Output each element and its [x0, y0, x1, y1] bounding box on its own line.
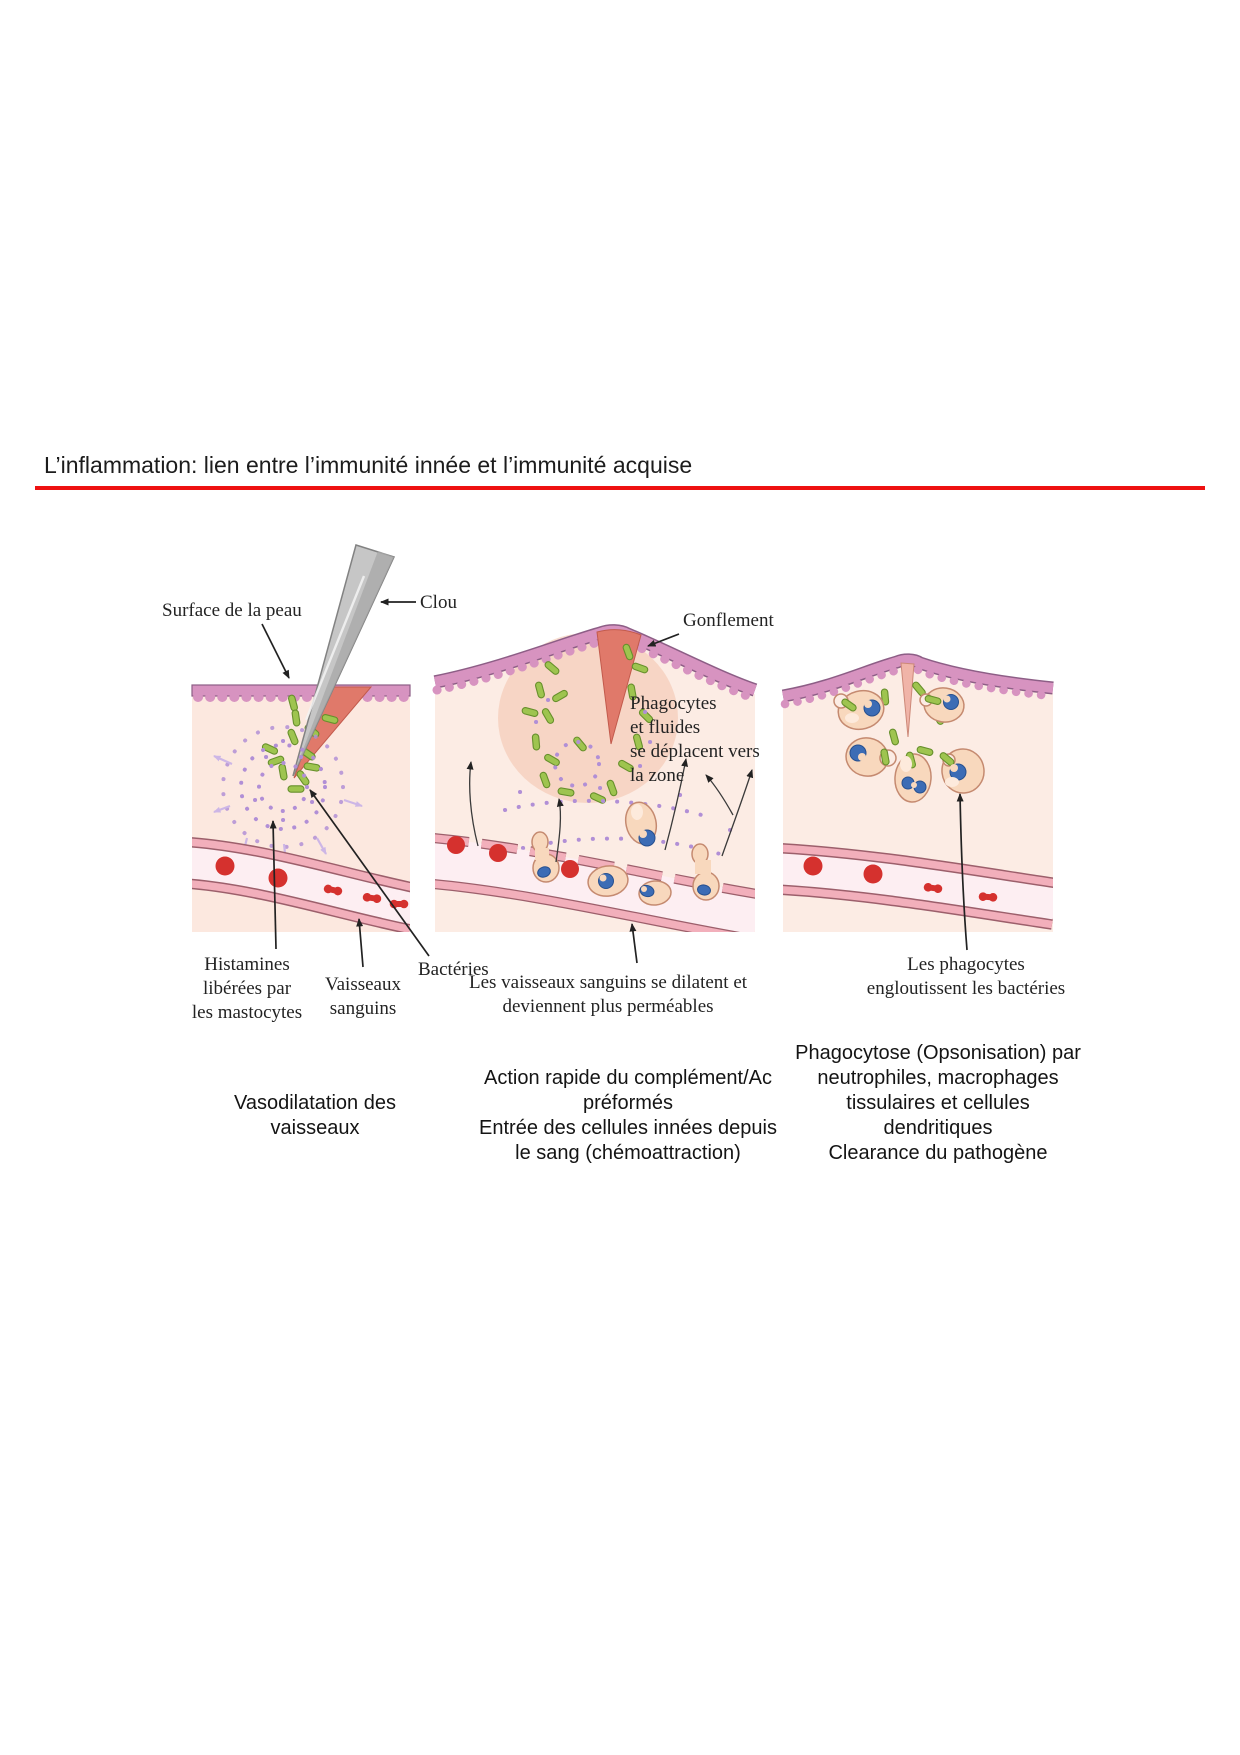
nail	[292, 544, 396, 777]
vaisseaux-arrow	[356, 918, 364, 968]
caption-vasodilatation: Vasodilatation des vaisseaux	[234, 1092, 396, 1139]
vessel-caption-arrow	[629, 923, 638, 964]
phagocytes-migrating	[531, 801, 720, 906]
label-surface-peau: Surface de la peau	[162, 600, 302, 621]
red-blood-cells	[215, 856, 409, 909]
phagocyte	[587, 865, 629, 897]
healing-wound-track	[900, 662, 915, 738]
skin-epidermis	[191, 684, 411, 697]
migration-arrows	[466, 758, 754, 863]
label-clou: Clou	[420, 592, 457, 613]
phagocyte	[833, 689, 885, 731]
panel-2-label-arrows	[629, 633, 680, 964]
phagocyte	[894, 750, 932, 803]
blood-vessel	[783, 843, 1053, 930]
panel-2-illustration	[432, 624, 758, 964]
panel-1-label-arrows	[261, 598, 430, 968]
label-phagocytes-fluides: Phagocytes et fluides se déplacent vers …	[630, 693, 760, 786]
phagocyte	[691, 843, 720, 901]
phagocyte	[938, 748, 985, 794]
label-vaisseaux-dilatent: Les vaisseaux sanguins se dilatent et de…	[468, 972, 748, 1017]
panel-1-illustration	[191, 544, 430, 968]
histamines-arrow	[269, 820, 277, 950]
phagocytes-engulfing	[833, 687, 985, 803]
label-vaisseaux-sanguins: Vaisseaux sanguins	[325, 974, 401, 1019]
caption-phagocytose-clearance: Phagocytose (Opsonisation) par neutrophi…	[795, 1042, 1081, 1164]
label-gonflement: Gonflement	[683, 610, 774, 631]
red-blood-cells	[803, 856, 998, 902]
phagocyte	[531, 831, 560, 883]
inflamed-blush	[498, 633, 678, 803]
title-divider	[35, 486, 1205, 490]
surface-peau-arrow	[261, 623, 290, 679]
blood-vessel	[192, 837, 410, 932]
label-phagocytes-engloutissent: Les phagocytes engloutissent les bactéri…	[866, 954, 1066, 999]
label-histamines: Histamines libérées par les mastocytes	[191, 954, 303, 1023]
caption-complement-chemoattraction: Action rapide du complément/Ac préformés…	[479, 1067, 777, 1164]
label-bacteries: Bactéries	[418, 959, 489, 980]
phagocyte	[845, 737, 897, 777]
bacteries-arrow	[309, 789, 430, 957]
gonflement-arrow	[647, 633, 680, 647]
phagocytes-caption-arrow	[956, 793, 968, 951]
phagocyte	[624, 801, 658, 847]
phagocyte	[919, 687, 965, 723]
page-title: L’inflammation: lien entre l’immunité in…	[44, 452, 693, 478]
phagocyte	[638, 880, 672, 906]
histamine-dots	[221, 725, 345, 849]
panel-3-illustration	[780, 653, 1056, 951]
